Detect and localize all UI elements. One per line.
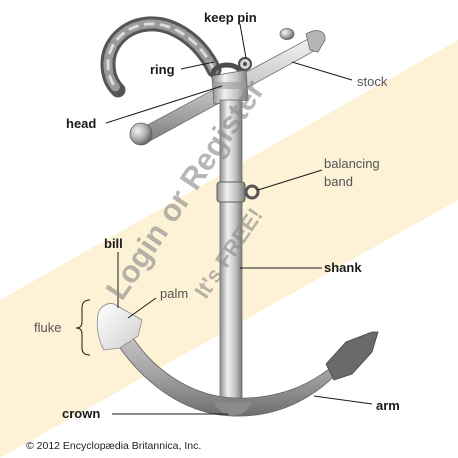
label-palm: palm bbox=[160, 286, 188, 301]
label-stock: stock bbox=[357, 74, 388, 89]
label-arm: arm bbox=[376, 398, 400, 413]
label-shank: shank bbox=[324, 260, 362, 275]
balancing-band-illustration bbox=[216, 181, 260, 203]
left-fluke-illustration bbox=[96, 303, 143, 351]
label-fluke: fluke bbox=[34, 320, 61, 335]
label-keep-pin: keep pin bbox=[204, 10, 257, 25]
label-bill: bill bbox=[104, 236, 123, 251]
label-head: head bbox=[66, 116, 96, 131]
leader-lines bbox=[105, 23, 373, 415]
copyright-text: © 2012 Encyclopædia Britannica, Inc. bbox=[26, 440, 201, 452]
label-crown: crown bbox=[62, 406, 100, 421]
head-illustration bbox=[211, 69, 249, 105]
label-ring: ring bbox=[150, 62, 175, 77]
right-fluke-illustration bbox=[325, 331, 379, 381]
keep-pin-illustration bbox=[238, 57, 252, 71]
label-balancing-band: balancing bbox=[324, 156, 380, 171]
fluke-bracket bbox=[75, 299, 91, 356]
label-balancing-band-line2: band bbox=[324, 174, 353, 189]
chain-illustration bbox=[100, 16, 222, 98]
